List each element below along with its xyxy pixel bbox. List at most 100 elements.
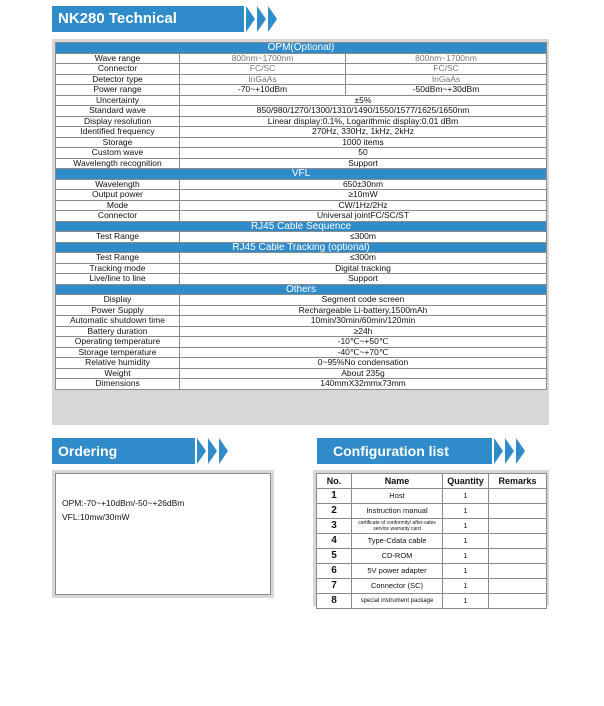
ordering-panel: OPM:-70~+10dBm/-50~+26dBm VFL:10mw/30mW [52, 470, 274, 598]
config-qty: 1 [442, 548, 489, 564]
chevron-arrows-icon [246, 6, 279, 32]
spec-label: Power range [55, 84, 180, 96]
config-name: CD-ROM [351, 548, 443, 564]
config-remarks [488, 548, 547, 564]
config-qty: 1 [442, 593, 489, 609]
spec-value-a: -70~+10dBm [179, 84, 346, 96]
config-name: Instruction manual [351, 503, 443, 519]
spec-value-a: FC/SC [179, 63, 346, 75]
section-header-row: VFL [55, 168, 547, 180]
config-remarks [488, 533, 547, 549]
spec-value: Linear display:0.1%, Logarithmic display… [179, 115, 547, 127]
spec-value: ≤300m [179, 252, 547, 264]
config-no: 3 [316, 518, 352, 534]
section-header: Others [55, 283, 547, 295]
spec-value: ≥10mW [179, 189, 547, 201]
config-name: Host [351, 488, 443, 504]
spec-label: Display [55, 294, 180, 306]
spec-value: ±5% [179, 94, 547, 106]
spec-label: Identified frequency [55, 126, 180, 138]
spec-value: 10min/30min/60min/120min [179, 315, 547, 327]
spec-title-banner: NK280 Technical specifications [52, 6, 244, 53]
chevron-arrows-icon [494, 438, 527, 464]
spec-row: Uncertainty±5% [55, 94, 547, 106]
section-header-row: RJ45 Cable Sequence [55, 220, 547, 232]
config-no: 4 [316, 533, 352, 549]
section-header: RJ45 Cable Tracking (optional) [55, 241, 547, 253]
config-qty: 1 [442, 503, 489, 519]
config-remarks [488, 503, 547, 519]
spec-label: Output power [55, 189, 180, 201]
config-no: 7 [316, 578, 352, 594]
spec-value: Support [179, 273, 547, 285]
spec-label: Dimensions [55, 378, 180, 390]
config-name: Type-Cdata cable [351, 533, 443, 549]
spec-value: Digital tracking [179, 262, 547, 274]
config-column-header: Quantity [442, 473, 489, 489]
ordering-content: OPM:-70~+10dBm/-50~+26dBm VFL:10mw/30mW [55, 473, 271, 595]
spec-label: Test Range [55, 231, 180, 243]
config-column-header: No. [316, 473, 352, 489]
ordering-line-opm: OPM:-70~+10dBm/-50~+26dBm [62, 498, 185, 508]
spec-row: Test Range≤300m [55, 231, 547, 243]
spec-label: Test Range [55, 252, 180, 264]
config-no: 6 [316, 563, 352, 579]
config-title-banner: Configuration list [317, 438, 492, 464]
spec-label: Uncertainty [55, 94, 180, 106]
spec-row: Test Range≤300m [55, 252, 547, 264]
section-header: RJ45 Cable Sequence [55, 220, 547, 232]
spec-value: 140mmX32mmx73mm [179, 378, 547, 390]
spec-value-a: 800nm~1700nm [179, 52, 346, 64]
config-column-header: Remarks [488, 473, 547, 489]
spec-value: 1000 items [179, 136, 547, 148]
section-header: OPM(Optional) [55, 42, 547, 54]
spec-value: -40℃~+70℃ [179, 346, 547, 358]
spec-label: Relative humidity [55, 357, 180, 369]
config-qty: 1 [442, 578, 489, 594]
spec-label: Detector type [55, 73, 180, 85]
spec-value: 50 [179, 147, 547, 159]
spec-row: Power range-70~+10dBm-50dBm~+30dBm [55, 84, 547, 96]
config-column-header: Name [351, 473, 443, 489]
spec-value: 850/980/1270/1300/1310/1490/1550/1577/16… [179, 105, 547, 117]
config-name: Connector (SC) [351, 578, 443, 594]
ordering-line-vfl: VFL:10mw/30mW [62, 512, 130, 522]
spec-value-b: FC/SC [345, 63, 547, 75]
config-qty: 1 [442, 533, 489, 549]
spec-row: Output power≥10mW [55, 189, 547, 201]
spec-label: Live/line to line [55, 273, 180, 285]
spec-label: Wavelength [55, 178, 180, 190]
spec-label: Storage [55, 136, 180, 148]
spec-row: Battery duration≥24h [55, 325, 547, 337]
config-name: special instrument package [351, 593, 443, 609]
spec-label: Standard wave [55, 105, 180, 117]
spec-value: CW/1Hz/2Hz [179, 199, 547, 211]
config-title: Configuration list [333, 443, 449, 459]
spec-row: Storage temperature-40℃~+70℃ [55, 346, 547, 358]
spec-label: Connector [55, 210, 180, 222]
section-header: VFL [55, 168, 547, 180]
